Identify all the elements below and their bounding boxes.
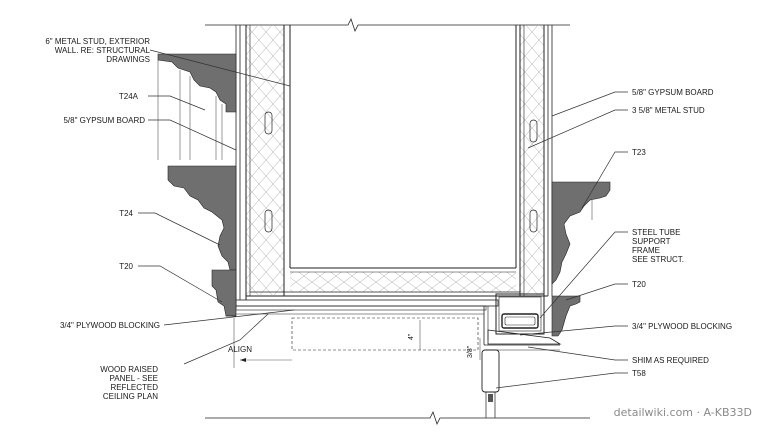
label-steel-tube-1: STEEL TUBE: [632, 228, 680, 237]
left-molding-t24: [167, 165, 237, 271]
label-wood-panel-1: WOOD RAISED: [100, 365, 158, 374]
wood-panel-edge: [484, 329, 562, 351]
label-dim-4: 4": [408, 333, 415, 340]
label-t20-left: T20: [119, 262, 133, 271]
label-metal-stud-exterior-3: DRAWINGS: [106, 55, 150, 64]
label-t23: T23: [632, 148, 646, 157]
label-wood-panel-4: CEILING PLAN: [103, 392, 158, 401]
steel-tube: [495, 293, 545, 335]
label-steel-tube-4: SEE STRUCT.: [632, 255, 684, 264]
top-break-line: [205, 17, 570, 33]
label-steel-tube-2: SUPPORT: [632, 237, 671, 246]
left-crown-molding-t24a: [157, 53, 237, 160]
label-gypsum-right: 5/8" GYPSUM BOARD: [632, 88, 714, 97]
leader-lines: [138, 49, 628, 389]
right-base-molding-t20: [551, 295, 581, 337]
label-plywood-right: 3/4" PLYWOOD BLOCKING: [632, 322, 732, 331]
align-dimension: [233, 317, 481, 368]
label-gypsum-left: 5/8" GYPSUM BOARD: [63, 116, 145, 125]
watermark: detailwiki.com · A-KB33D: [614, 406, 752, 419]
header-insulation: [246, 267, 548, 297]
label-t24a: T24A: [119, 92, 139, 101]
t58-hanger: [481, 349, 500, 418]
label-t24: T24: [119, 209, 133, 218]
right-wall: [515, 25, 553, 296]
label-shim: SHIM AS REQUIRED: [632, 356, 709, 365]
label-dim-3-8: 3/8": [467, 345, 474, 358]
label-align: ALIGN: [228, 345, 252, 354]
label-wood-panel-3: REFLECTED: [110, 383, 158, 392]
label-metal-stud-exterior: 6" METAL STUD, EXTERIOR: [45, 37, 150, 46]
right-molding-t23: [551, 181, 611, 285]
label-wood-panel-2: PANEL - SEE: [110, 374, 158, 383]
label-t20-right: T20: [632, 280, 646, 289]
label-t58: T58: [632, 369, 646, 378]
label-plywood-left: 3/4" PLYWOOD BLOCKING: [60, 321, 160, 330]
label-metal-stud-exterior-2: WALL. RE: STRUCTURAL: [55, 46, 151, 55]
label-metal-stud-right: 3 5/8" METAL STUD: [632, 106, 705, 115]
left-wall: [235, 25, 291, 300]
left-base-molding-t20: [211, 269, 237, 317]
soffit-assembly: [235, 299, 499, 345]
label-steel-tube-3: FRAME: [632, 246, 660, 255]
bottom-break-line: [205, 410, 590, 426]
